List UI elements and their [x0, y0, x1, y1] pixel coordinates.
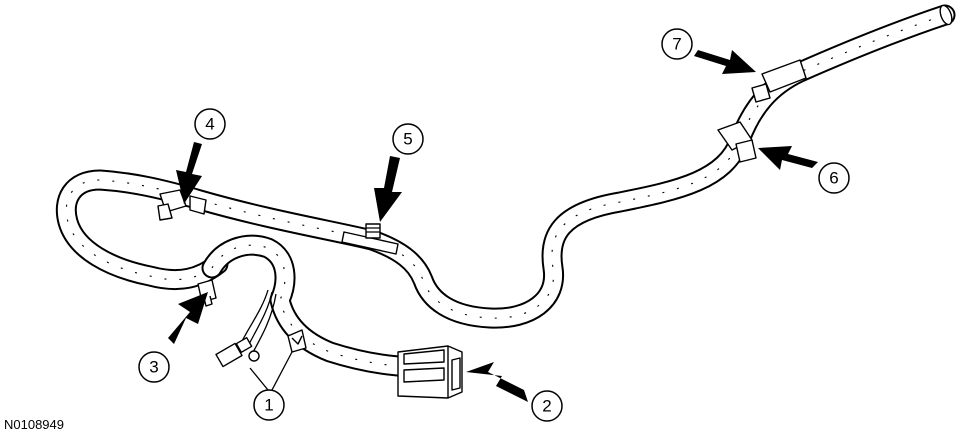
callout-4: 4 — [194, 108, 226, 140]
figure-id: N0108949 — [4, 417, 64, 432]
svg-text:4: 4 — [205, 115, 214, 134]
callout-2: 2 — [531, 390, 563, 422]
arrows — [168, 50, 818, 402]
grommet-clip — [287, 329, 307, 353]
arrow-to-clip-3 — [168, 292, 208, 344]
arrow-to-clip-7 — [694, 50, 756, 74]
callout-3: 3 — [138, 351, 170, 383]
callout-5: 5 — [392, 123, 424, 155]
harness-clip-7 — [751, 59, 807, 103]
harness-end-cap — [939, 4, 953, 26]
harness-clip-6 — [717, 121, 757, 163]
svg-text:3: 3 — [149, 358, 158, 377]
svg-text:2: 2 — [542, 397, 551, 416]
svg-text:1: 1 — [264, 396, 273, 415]
arrow-to-connector-2 — [466, 362, 528, 402]
terminal-connector — [215, 336, 260, 368]
svg-text:6: 6 — [829, 169, 838, 188]
svg-text:7: 7 — [672, 35, 681, 54]
callout-1: 1 — [253, 389, 285, 421]
retainer-pin-5 — [341, 223, 399, 255]
svg-text:5: 5 — [403, 130, 412, 149]
leader-lines-1 — [249, 351, 293, 391]
arrow-to-clip-4 — [176, 142, 202, 204]
arrow-to-clip-6 — [758, 146, 818, 170]
electrical-connector — [397, 345, 463, 399]
callout-6: 6 — [818, 162, 850, 194]
arrow-to-pin-5 — [374, 156, 402, 222]
retainer-clip-4 — [157, 189, 207, 221]
callout-7: 7 — [661, 28, 693, 60]
